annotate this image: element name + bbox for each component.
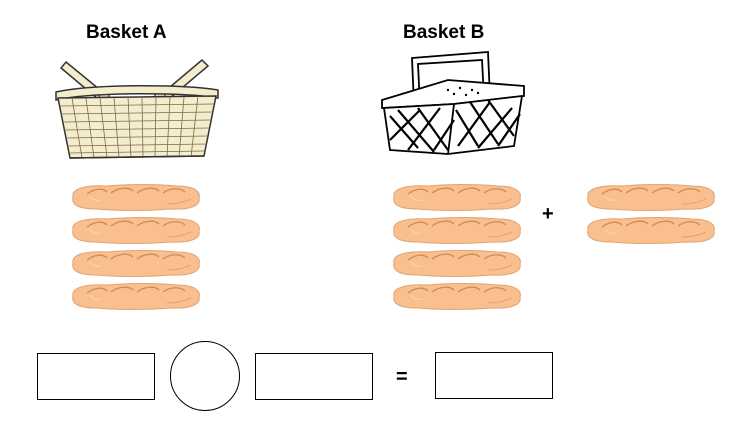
answer-box-result[interactable] — [435, 352, 553, 399]
basket-a-title: Basket A — [86, 22, 167, 43]
bread-loaf-icon — [67, 248, 203, 278]
plus-sign: + — [542, 203, 554, 225]
answer-box-basket-a[interactable] — [37, 353, 155, 400]
basket-a-breads — [67, 182, 203, 314]
basket-a-icon — [55, 58, 219, 159]
bread-loaf-icon — [388, 215, 524, 245]
answer-box-basket-b[interactable] — [255, 353, 373, 400]
equals-sign: = — [396, 366, 408, 388]
bread-loaf-icon — [388, 281, 524, 311]
bread-loaf-icon — [582, 215, 718, 245]
bread-loaf-icon — [388, 248, 524, 278]
bread-loaf-icon — [67, 281, 203, 311]
basket-b-extra-breads — [582, 182, 718, 248]
comparison-circle[interactable] — [170, 341, 240, 411]
basket-b-icon — [381, 51, 525, 155]
bread-loaf-icon — [67, 215, 203, 245]
bread-loaf-icon — [388, 182, 524, 212]
basket-b-breads — [388, 182, 524, 314]
basket-b-title: Basket B — [403, 22, 485, 43]
bread-loaf-icon — [582, 182, 718, 212]
bread-loaf-icon — [67, 182, 203, 212]
